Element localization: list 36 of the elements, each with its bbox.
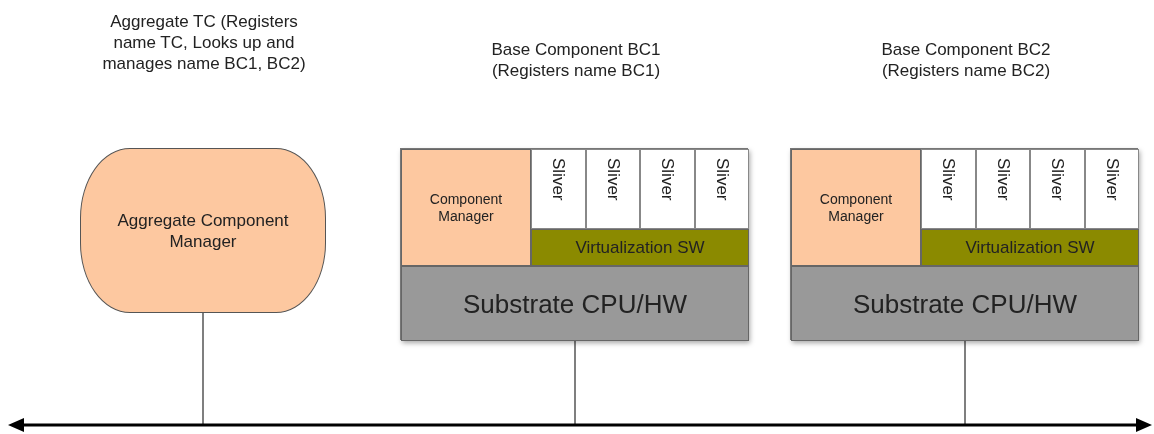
sliver-box bbox=[1030, 149, 1085, 229]
network-bus bbox=[8, 417, 1152, 433]
node-label: Sliver bbox=[548, 158, 570, 201]
connector-line bbox=[202, 312, 204, 426]
node-label: Sliver bbox=[938, 158, 960, 201]
sliver-box bbox=[1084, 149, 1139, 229]
sliver-box bbox=[531, 149, 586, 229]
sliver-box bbox=[921, 149, 976, 229]
component-heading: Aggregate TC (Registers name TC, Looks up and manages name BC1, BC2) bbox=[101, 11, 307, 74]
component-manager-box bbox=[791, 149, 921, 266]
component-heading: Base Component BC2 (Registers name BC2) bbox=[880, 39, 1052, 81]
node-label: Sliver bbox=[711, 158, 733, 201]
node-label: Sliver bbox=[992, 158, 1014, 201]
sliver-box bbox=[640, 149, 695, 229]
node-label: Virtualization SW bbox=[574, 236, 706, 259]
connector-line bbox=[574, 340, 576, 426]
node-label: Virtualization SW bbox=[964, 236, 1096, 259]
node-label: Sliver bbox=[1047, 158, 1069, 201]
sliver-box bbox=[585, 149, 640, 229]
component-manager-box bbox=[401, 149, 531, 266]
connector-line bbox=[964, 340, 966, 426]
node-label: Sliver bbox=[657, 158, 679, 201]
node-label: Sliver bbox=[1101, 158, 1123, 201]
virtualization-layer bbox=[921, 229, 1139, 266]
substrate-layer bbox=[401, 266, 749, 341]
node-label: Substrate CPU/HW bbox=[462, 287, 688, 320]
sliver-box bbox=[694, 149, 749, 229]
substrate-layer bbox=[791, 266, 1139, 341]
node-label: Sliver bbox=[602, 158, 624, 201]
virtualization-layer bbox=[531, 229, 749, 266]
component-heading: Base Component BC1 (Registers name BC1) bbox=[490, 39, 662, 81]
node-label: Component Manager bbox=[818, 190, 894, 225]
sliver-box bbox=[975, 149, 1030, 229]
node-label: Aggregate Component Manager bbox=[116, 209, 290, 252]
node-label: Substrate CPU/HW bbox=[852, 287, 1078, 320]
node-label: Component Manager bbox=[428, 190, 504, 225]
